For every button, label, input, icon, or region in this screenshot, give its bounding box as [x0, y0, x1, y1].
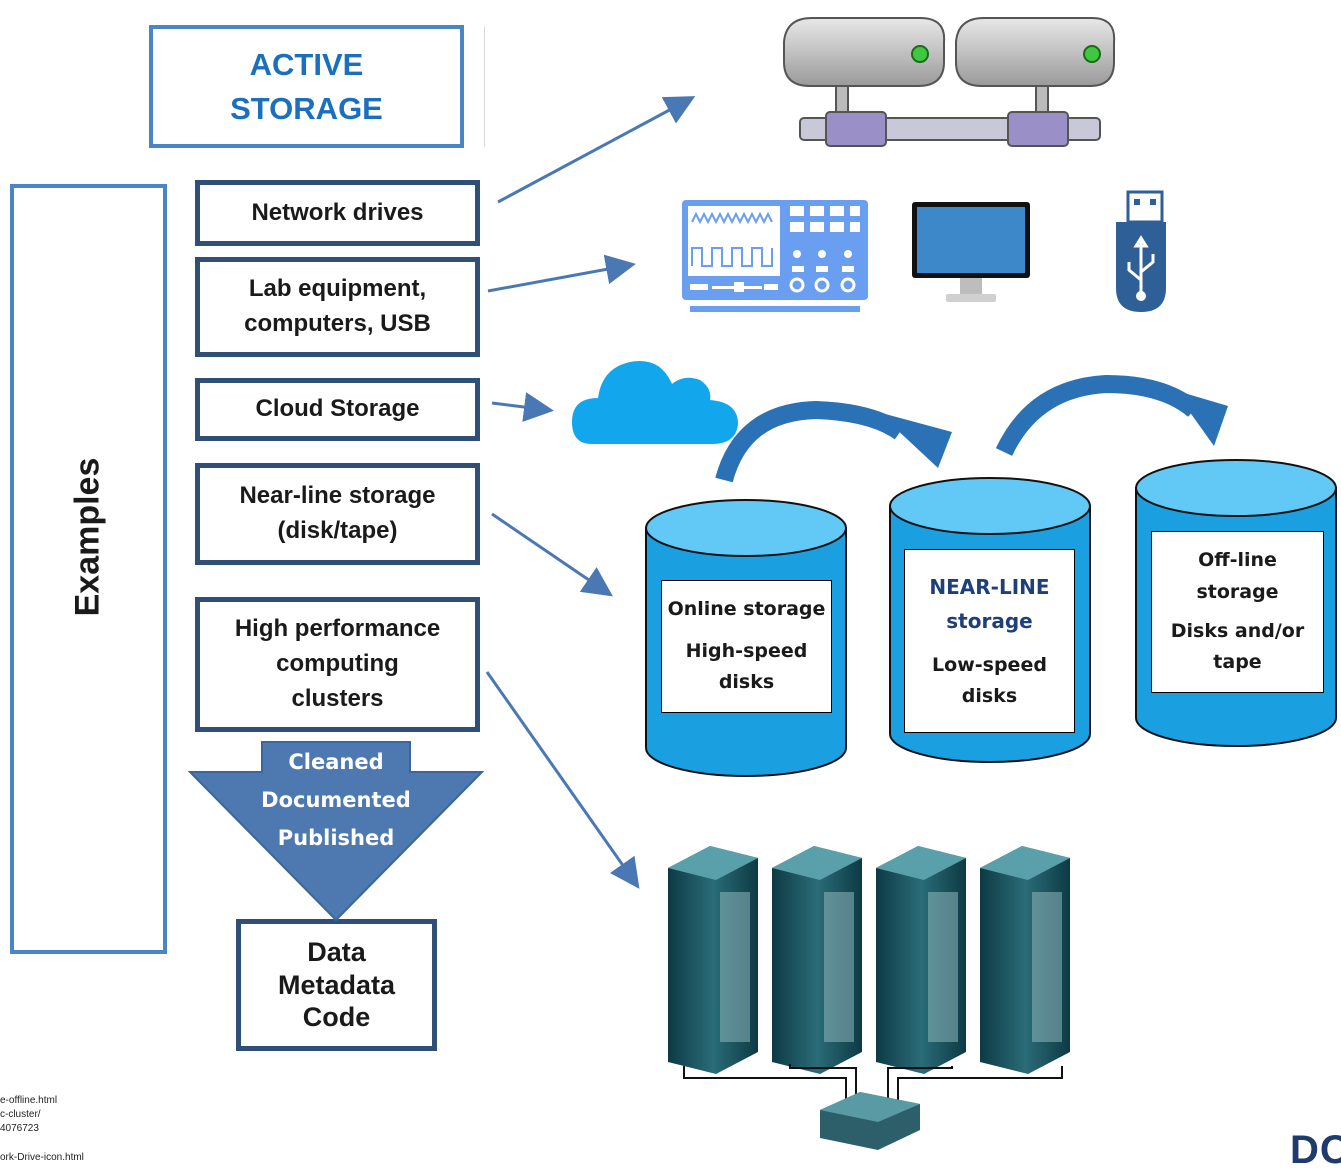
- tier-curved-arrows: [715, 374, 1228, 483]
- cloud-icon: [572, 360, 738, 444]
- example-label: High performance computing clusters: [234, 615, 441, 712]
- tier-online-label: Online storage High-speed disks: [661, 580, 832, 713]
- usb-icon: [1116, 190, 1166, 312]
- title-divider: [484, 27, 485, 147]
- arrow-lab-equipment: [487, 254, 636, 293]
- example-network-drives: Network drives: [195, 180, 480, 246]
- output-text: Data Metadata Code: [277, 937, 396, 1033]
- title-line-1: ACTIVE: [249, 47, 364, 83]
- example-label: Cloud Storage: [255, 395, 420, 423]
- title-line-2: STORAGE: [230, 90, 383, 126]
- active-storage-title: ACTIVE STORAGE: [149, 25, 464, 148]
- tier-title: Online storage: [667, 598, 826, 621]
- tier-subtitle: Low-speed disks: [932, 653, 1047, 707]
- example-label: Near-line storage (disk/tape): [239, 482, 436, 544]
- arrow-near-line: [491, 512, 613, 597]
- credit-line: ork-Drive-icon.html: [0, 1152, 84, 1163]
- funnel-text: Cleaned Documented Published: [261, 750, 411, 850]
- hpc-cluster-icon: [668, 846, 1070, 1150]
- server-rack-icon: [980, 846, 1070, 1074]
- arrow-cloud: [491, 392, 554, 422]
- cluster-cables: [683, 1064, 1063, 1100]
- server-rack-icon: [668, 846, 758, 1074]
- example-label: Network drives: [251, 198, 424, 226]
- oscilloscope-icon: [682, 200, 868, 312]
- funnel-arrow: [187, 741, 485, 922]
- tier-subtitle: Disks and/or tape: [1170, 620, 1305, 674]
- examples-panel: [10, 184, 167, 954]
- example-cloud-storage: Cloud Storage: [195, 378, 480, 441]
- tier-title: Off-line storage: [1196, 549, 1279, 603]
- tier-near-line-label: NEAR-LINE storage Low-speed disks: [904, 549, 1075, 733]
- example-hpc: High performance computing clusters: [195, 597, 480, 732]
- tier-subtitle: High-speed disks: [685, 639, 808, 694]
- server-rack-icon: [876, 846, 966, 1074]
- organization-logo: DO: [1290, 1128, 1341, 1172]
- credit-line: e-offline.html: [0, 1095, 58, 1106]
- monitor-icon: [912, 202, 1030, 302]
- tier-off-line-label: Off-line storage Disks and/or tape: [1151, 531, 1324, 693]
- server-rack-icon: [772, 846, 862, 1074]
- network-drives-icon: [783, 17, 1116, 147]
- output-box: Data Metadata Code: [236, 919, 437, 1051]
- credit-line: 4076723: [0, 1123, 39, 1134]
- arrow-network-drives: [497, 96, 696, 204]
- example-near-line: Near-line storage (disk/tape): [195, 463, 480, 565]
- tier-title: NEAR-LINE storage: [929, 574, 1050, 633]
- connector-arrows: [485, 96, 696, 889]
- example-label: Lab equipment, computers, USB: [244, 275, 431, 337]
- arrow-hpc: [485, 671, 640, 889]
- credit-line: c-cluster/: [0, 1109, 41, 1120]
- network-switch-icon: [820, 1092, 920, 1150]
- example-lab-equipment: Lab equipment, computers, USB: [195, 257, 480, 357]
